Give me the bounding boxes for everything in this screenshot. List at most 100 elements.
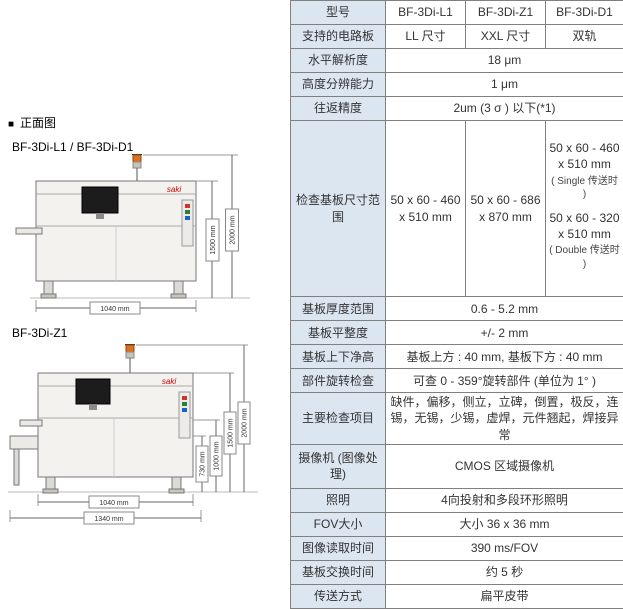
spec-row-items: 主要检查项目 缺件，偏移，侧立，立碑，倒置，极反，连锡，无锡，少锡，虚焊，元件翘… <box>290 392 623 445</box>
dimension-1500: 1500 mm <box>196 180 220 298</box>
value-read-time: 390 ms/FOV <box>385 535 623 561</box>
value-rotation: 可查 0 - 359°旋转部件 (单位为 1° ) <box>385 368 623 394</box>
section-marker: ■ <box>8 119 15 130</box>
label-thickness: 基板厚度范围 <box>290 296 386 322</box>
dimension-2000: 2000 mm <box>143 154 239 298</box>
machine-body <box>37 372 194 478</box>
size-d1-single-note: ( Single 传送时 ) <box>551 175 618 201</box>
value-z-res: 1 μm <box>385 72 623 98</box>
label-repeat: 往返精度 <box>290 96 386 122</box>
label-model: 型号 <box>290 0 386 26</box>
signal-tower-icon <box>125 344 135 373</box>
spec-row-read-time: 图像读取时间 390 ms/FOV <box>290 535 623 561</box>
front-view-panel: ■正面图 BF-3Di-L1 / BF-3Di-D1 sa <box>0 0 290 609</box>
label-transport: 传送方式 <box>290 583 386 609</box>
control-panel <box>181 199 194 247</box>
size-d1-double: 50 x 60 - 320 x 510 mm <box>549 210 620 241</box>
spec-row-board: 支持的电路板 LL 尺寸 XXL 尺寸 双轨 <box>290 24 623 50</box>
label-z-res: 高度分辨能力 <box>290 72 386 98</box>
spec-row-h-res: 水平解析度 18 μm <box>290 48 623 74</box>
spec-row-transport: 传送方式 扁平皮带 <box>290 583 623 609</box>
spec-row-clearance: 基板上下净高 基板上方 : 40 mm, 基板下方 : 40 mm <box>290 344 623 370</box>
value-clearance: 基板上方 : 40 mm, 基板下方 : 40 mm <box>385 344 623 370</box>
value-camera: CMOS 区域摄像机 <box>385 443 623 489</box>
label-fov: FOV大小 <box>290 511 386 537</box>
spec-row-camera: 摄像机 (图像处理) CMOS 区域摄像机 <box>290 443 623 489</box>
spec-row-exchange: 基板交换时间 约 5 秒 <box>290 559 623 585</box>
value-repeat: 2um (3 σ ) 以下(*1) <box>385 96 623 122</box>
value-size-d1: 50 x 60 - 460 x 510 mm ( Single 传送时 ) 50… <box>545 120 623 298</box>
monitor-stand <box>89 404 97 410</box>
machine1-label: BF-3Di-L1 / BF-3Di-D1 <box>12 140 134 154</box>
label-size-range: 检查基板尺寸范围 <box>290 120 386 298</box>
dim-label-2000: 2000 mm <box>242 408 249 437</box>
control-panel <box>178 391 191 439</box>
spec-table: 型号 BF-3Di-L1 BF-3Di-Z1 BF-3Di-D1 支持的电路板 … <box>290 0 623 609</box>
conveyor-extension <box>9 435 39 486</box>
machine-legs <box>40 280 187 299</box>
label-h-res: 水平解析度 <box>290 48 386 74</box>
keyboard-shelf <box>19 419 43 427</box>
machine-legs <box>42 476 185 494</box>
dim-label-1040: 1040 mm <box>99 500 128 507</box>
dim-label-1500: 1500 mm <box>228 418 235 447</box>
brand-logo: saki <box>162 377 176 386</box>
value-fov: 大小 36 x 36 mm <box>385 511 623 537</box>
dim-label-1340: 1340 mm <box>94 516 123 523</box>
label-rotation: 部件旋转检查 <box>290 368 386 394</box>
brand-logo: saki <box>167 185 181 194</box>
value-board-l1: LL 尺寸 <box>385 24 466 50</box>
label-items: 主要检查项目 <box>290 392 386 445</box>
monitor <box>81 186 119 214</box>
dim-label-1500: 1500 mm <box>210 225 217 254</box>
spec-row-thickness: 基板厚度范围 0.6 - 5.2 mm <box>290 296 623 322</box>
label-flatness: 基板平整度 <box>290 320 386 346</box>
monitor-stand <box>96 213 104 219</box>
size-d1-single: 50 x 60 - 460 x 510 mm <box>549 141 620 172</box>
value-flatness: +/- 2 mm <box>385 320 623 346</box>
label-camera: 摄像机 (图像处理) <box>290 443 386 489</box>
value-model-d1: BF-3Di-D1 <box>545 0 623 26</box>
machine2-label: BF-3Di-Z1 <box>12 326 68 340</box>
size-d1-double-note: ( Double 传送时 ) <box>549 245 620 270</box>
value-items: 缺件，偏移，侧立，立碑，倒置，极反，连锡，无锡，少锡，虚焊，元件翘起，焊接异常 <box>385 392 623 445</box>
value-transport: 扁平皮带 <box>385 583 623 609</box>
dim-label-1000: 1000 mm <box>214 441 221 470</box>
section-heading: ■ 正面图 <box>8 114 56 131</box>
dim-label-1040: 1040 mm <box>100 306 129 313</box>
dimension-1500: 1500 mm <box>193 372 237 492</box>
spec-row-flatness: 基板平整度 +/- 2 mm <box>290 320 623 346</box>
spec-row-model: 型号 BF-3Di-L1 BF-3Di-Z1 BF-3Di-D1 <box>290 0 623 26</box>
machine2-drawing: saki 730 mm <box>8 344 258 525</box>
value-thickness: 0.6 - 5.2 mm <box>385 296 623 322</box>
value-model-l1: BF-3Di-L1 <box>385 0 466 26</box>
spec-row-rotation: 部件旋转检查 可查 0 - 359°旋转部件 (单位为 1° ) <box>290 368 623 394</box>
spec-row-z-res: 高度分辨能力 1 μm <box>290 72 623 98</box>
dim-label-2000: 2000 mm <box>230 215 237 244</box>
spec-row-light: 照明 4向投射和多段环形照明 <box>290 487 623 513</box>
dimension-2000: 2000 mm <box>136 344 251 492</box>
spec-row-repeat: 往返精度 2um (3 σ ) 以下(*1) <box>290 96 623 122</box>
value-light: 4向投射和多段环形照明 <box>385 487 623 513</box>
value-size-z1: 50 x 60 - 686 x 870 mm <box>465 120 546 298</box>
dimension-1340: 1340 mm <box>9 510 202 525</box>
label-read-time: 图像读取时间 <box>290 535 386 561</box>
monitor <box>75 378 111 405</box>
label-exchange: 基板交换时间 <box>290 559 386 585</box>
value-exchange: 约 5 秒 <box>385 559 623 585</box>
value-size-l1: 50 x 60 - 460 x 510 mm <box>385 120 466 298</box>
value-board-z1: XXL 尺寸 <box>465 24 546 50</box>
spec-row-fov: FOV大小 大小 36 x 36 mm <box>290 511 623 537</box>
keyboard-shelf <box>15 227 43 235</box>
value-board-d1: 双轨 <box>545 24 623 50</box>
value-h-res: 18 μm <box>385 48 623 74</box>
dimension-1040: 1040 mm <box>37 494 194 509</box>
dim-label-730: 730 mm <box>200 451 207 476</box>
section-title: 正面图 <box>20 116 57 130</box>
dimension-730: 730 mm <box>193 435 209 492</box>
machine1-drawing: saki 1500 mm <box>15 154 250 315</box>
label-light: 照明 <box>290 487 386 513</box>
label-clearance: 基板上下净高 <box>290 344 386 370</box>
dimension-1000: 1000 mm <box>193 419 223 492</box>
